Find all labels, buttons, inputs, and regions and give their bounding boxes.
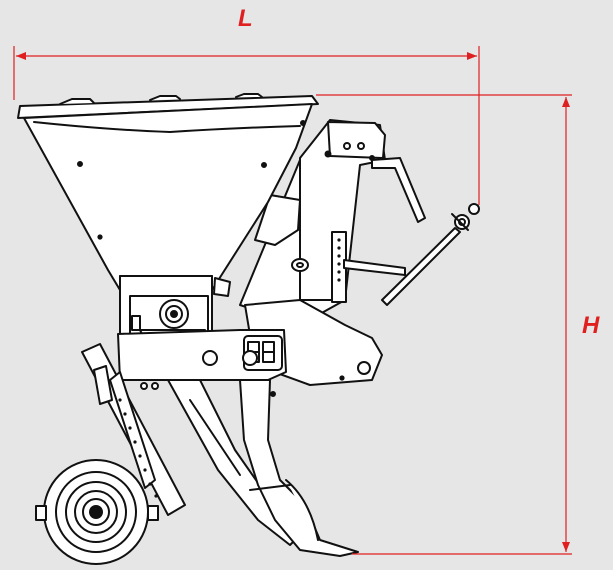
- dim-l-arrow-right: [467, 52, 477, 60]
- shank-rear: [239, 379, 359, 557]
- dimension-lines: [13, 46, 572, 555]
- dimension-label-height: H: [582, 312, 600, 339]
- side-plate: [117, 329, 287, 397]
- wheel-arm: [81, 343, 186, 516]
- dim-h-arrow-top: [562, 97, 570, 107]
- dim-h-arrow-bottom: [562, 542, 570, 552]
- rear-frame: [239, 119, 386, 386]
- dim-l-arrow-left: [16, 52, 26, 60]
- hopper: [17, 93, 319, 291]
- dimension-label-length: L: [238, 5, 253, 32]
- depth-wheel: [35, 459, 159, 565]
- top-link: [343, 157, 480, 306]
